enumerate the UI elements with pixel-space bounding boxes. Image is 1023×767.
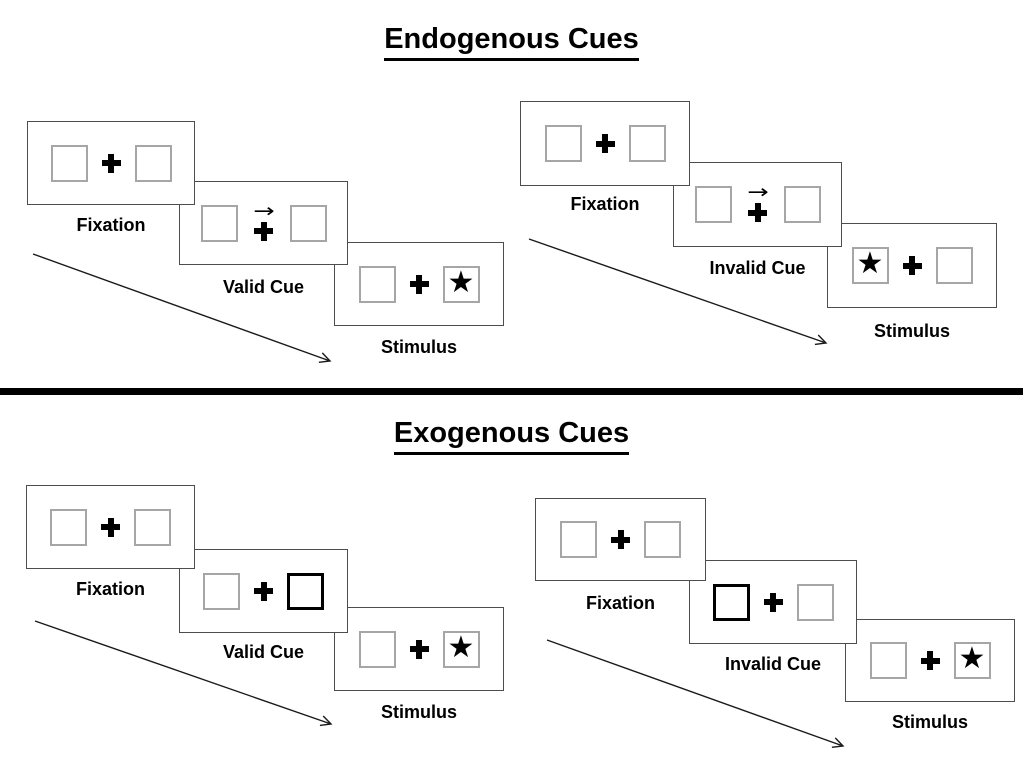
- center-cue: →: [746, 181, 770, 222]
- left-box: [50, 508, 87, 546]
- fixation-cross-icon: [254, 581, 273, 601]
- cue-direction-arrow-icon: →: [252, 199, 275, 222]
- section-divider: [0, 388, 1023, 395]
- endogenous-invalid-stimulus-screen: ★: [827, 223, 997, 308]
- section-title-text: Endogenous Cues: [384, 22, 639, 61]
- step-label: Invalid Cue: [724, 654, 822, 674]
- section-title-endogenous: Endogenous Cues: [0, 22, 1023, 61]
- fixation-cross-icon: [101, 517, 120, 537]
- step-label: Invalid Cue: [709, 258, 806, 278]
- step-label: Stimulus: [380, 702, 457, 722]
- left-box: [50, 144, 88, 182]
- endogenous-valid-fixation-screen: [27, 121, 195, 205]
- fixation-cross-icon: [595, 134, 615, 153]
- right-box-highlighted: [287, 572, 324, 610]
- right-box: [289, 204, 327, 242]
- exogenous-valid-fixation-screen: [26, 485, 195, 569]
- left-box: [694, 186, 732, 223]
- right-box: ★: [442, 264, 480, 303]
- fixation-cross-icon: [409, 274, 429, 294]
- timeline-arrow-exogenous-valid: [34, 620, 333, 727]
- left-box: [358, 630, 396, 668]
- fixation-cross-icon: [101, 153, 121, 173]
- left-box: [869, 642, 907, 679]
- endogenous-valid-stimulus-screen: ★: [334, 242, 504, 326]
- endogenous-invalid-fixation-screen: [520, 101, 690, 186]
- right-box: [783, 186, 821, 223]
- fixation-cross-icon: [254, 221, 273, 241]
- exogenous-invalid-fixation-screen: [535, 498, 706, 581]
- exogenous-invalid-cue-screen: [689, 560, 857, 644]
- step-label: Stimulus: [873, 321, 950, 341]
- fixation-cross-icon: [748, 203, 767, 222]
- right-box: [796, 583, 834, 621]
- left-box: ★: [851, 246, 889, 284]
- step-label: Fixation: [75, 579, 145, 599]
- fixation-cross-icon: [611, 530, 630, 549]
- right-box: [134, 144, 172, 182]
- step-label: Valid Cue: [222, 277, 305, 297]
- left-box-highlighted: [712, 583, 750, 621]
- left-box: [544, 125, 582, 162]
- left-box: [200, 204, 238, 242]
- exogenous-valid-stimulus-screen: ★: [334, 607, 504, 691]
- star-stimulus-icon: ★: [447, 264, 475, 300]
- step-label: Fixation: [570, 194, 640, 214]
- star-stimulus-icon: ★: [447, 629, 475, 665]
- step-label: Stimulus: [380, 337, 457, 357]
- star-stimulus-icon: ★: [958, 641, 986, 676]
- endogenous-invalid-cue-screen: →: [673, 162, 842, 247]
- center-cue: →: [252, 199, 276, 241]
- step-label: Fixation: [585, 593, 655, 613]
- right-box: ★: [442, 629, 480, 668]
- left-box: [358, 265, 396, 303]
- star-stimulus-icon: ★: [856, 246, 884, 281]
- section-title-exogenous: Exogenous Cues: [0, 416, 1023, 455]
- right-box: [644, 521, 681, 558]
- exogenous-invalid-stimulus-screen: ★: [845, 619, 1015, 702]
- fixation-cross-icon: [902, 256, 922, 275]
- exogenous-valid-cue-screen: [179, 549, 348, 633]
- left-box: [560, 521, 597, 558]
- right-box: [935, 247, 973, 284]
- cue-direction-arrow-icon: →: [746, 181, 769, 203]
- timeline-arrow-endogenous-valid: [32, 253, 332, 364]
- fixation-cross-icon: [763, 592, 783, 612]
- step-label: Stimulus: [891, 712, 968, 732]
- step-label: Fixation: [76, 215, 146, 235]
- fixation-cross-icon: [920, 651, 940, 670]
- right-box: [628, 125, 666, 162]
- endogenous-valid-cue-screen: →: [179, 181, 348, 265]
- section-title-text: Exogenous Cues: [393, 416, 630, 455]
- right-box: [134, 508, 171, 546]
- left-box: [203, 572, 240, 610]
- timeline-arrow-endogenous-invalid: [528, 238, 828, 346]
- fixation-cross-icon: [409, 639, 429, 659]
- right-box: ★: [953, 641, 991, 679]
- step-label: Valid Cue: [222, 642, 305, 662]
